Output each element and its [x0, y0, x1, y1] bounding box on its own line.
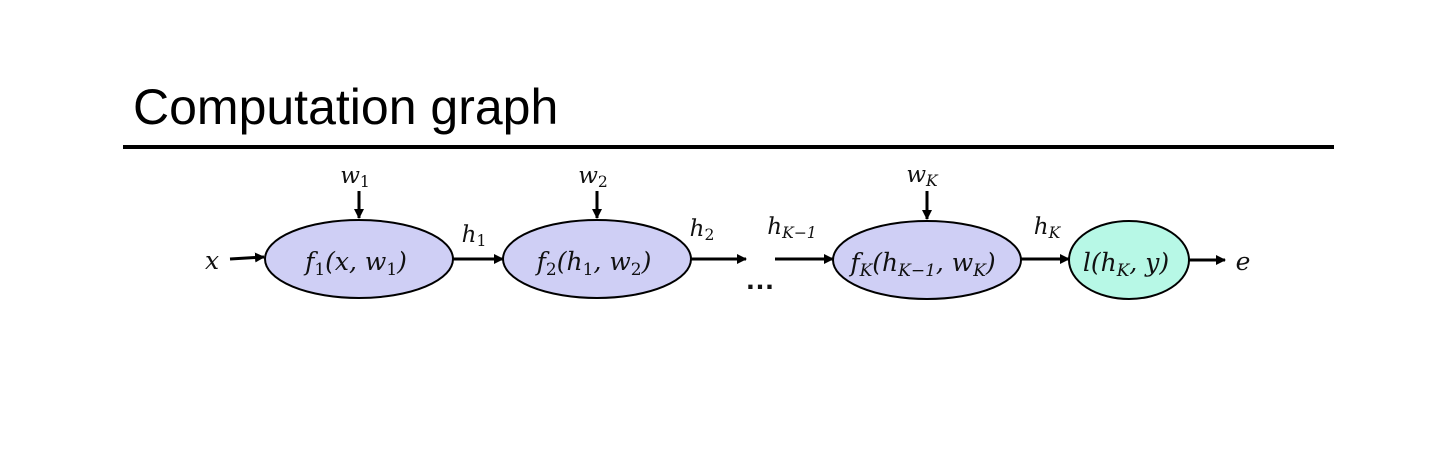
- edge-label-hK: hK: [1034, 214, 1062, 242]
- node-f2-label: f2(h1, w2): [535, 247, 652, 280]
- edge-label-h2: h2: [690, 216, 715, 244]
- title-underline: [123, 145, 1334, 149]
- node-loss: l(hK, y): [1068, 220, 1190, 300]
- node-f1-label: f1(x, w1): [303, 247, 407, 280]
- node-loss-label: l(hK, y): [1083, 248, 1169, 281]
- edge-label-h1: h1: [462, 222, 487, 250]
- ellipsis: …: [745, 263, 775, 296]
- weight-label-w2: w2: [578, 163, 608, 191]
- node-fK-label: fK(hK−1, wK): [848, 248, 995, 281]
- weight-label-wK: wK: [906, 162, 939, 190]
- node-fK: fK(hK−1, wK): [832, 220, 1022, 300]
- slide-title: Computation graph: [133, 79, 559, 135]
- node-f2: f2(h1, w2): [502, 219, 692, 299]
- node-f1: f1(x, w1): [264, 219, 454, 299]
- edge-label-hK-1: hK−1: [767, 214, 816, 242]
- edge-label-e: e: [1236, 247, 1251, 276]
- arrow-x-to-f1: [229, 252, 265, 263]
- edge-label-x: x: [205, 246, 219, 275]
- weight-label-w1: w1: [340, 163, 370, 191]
